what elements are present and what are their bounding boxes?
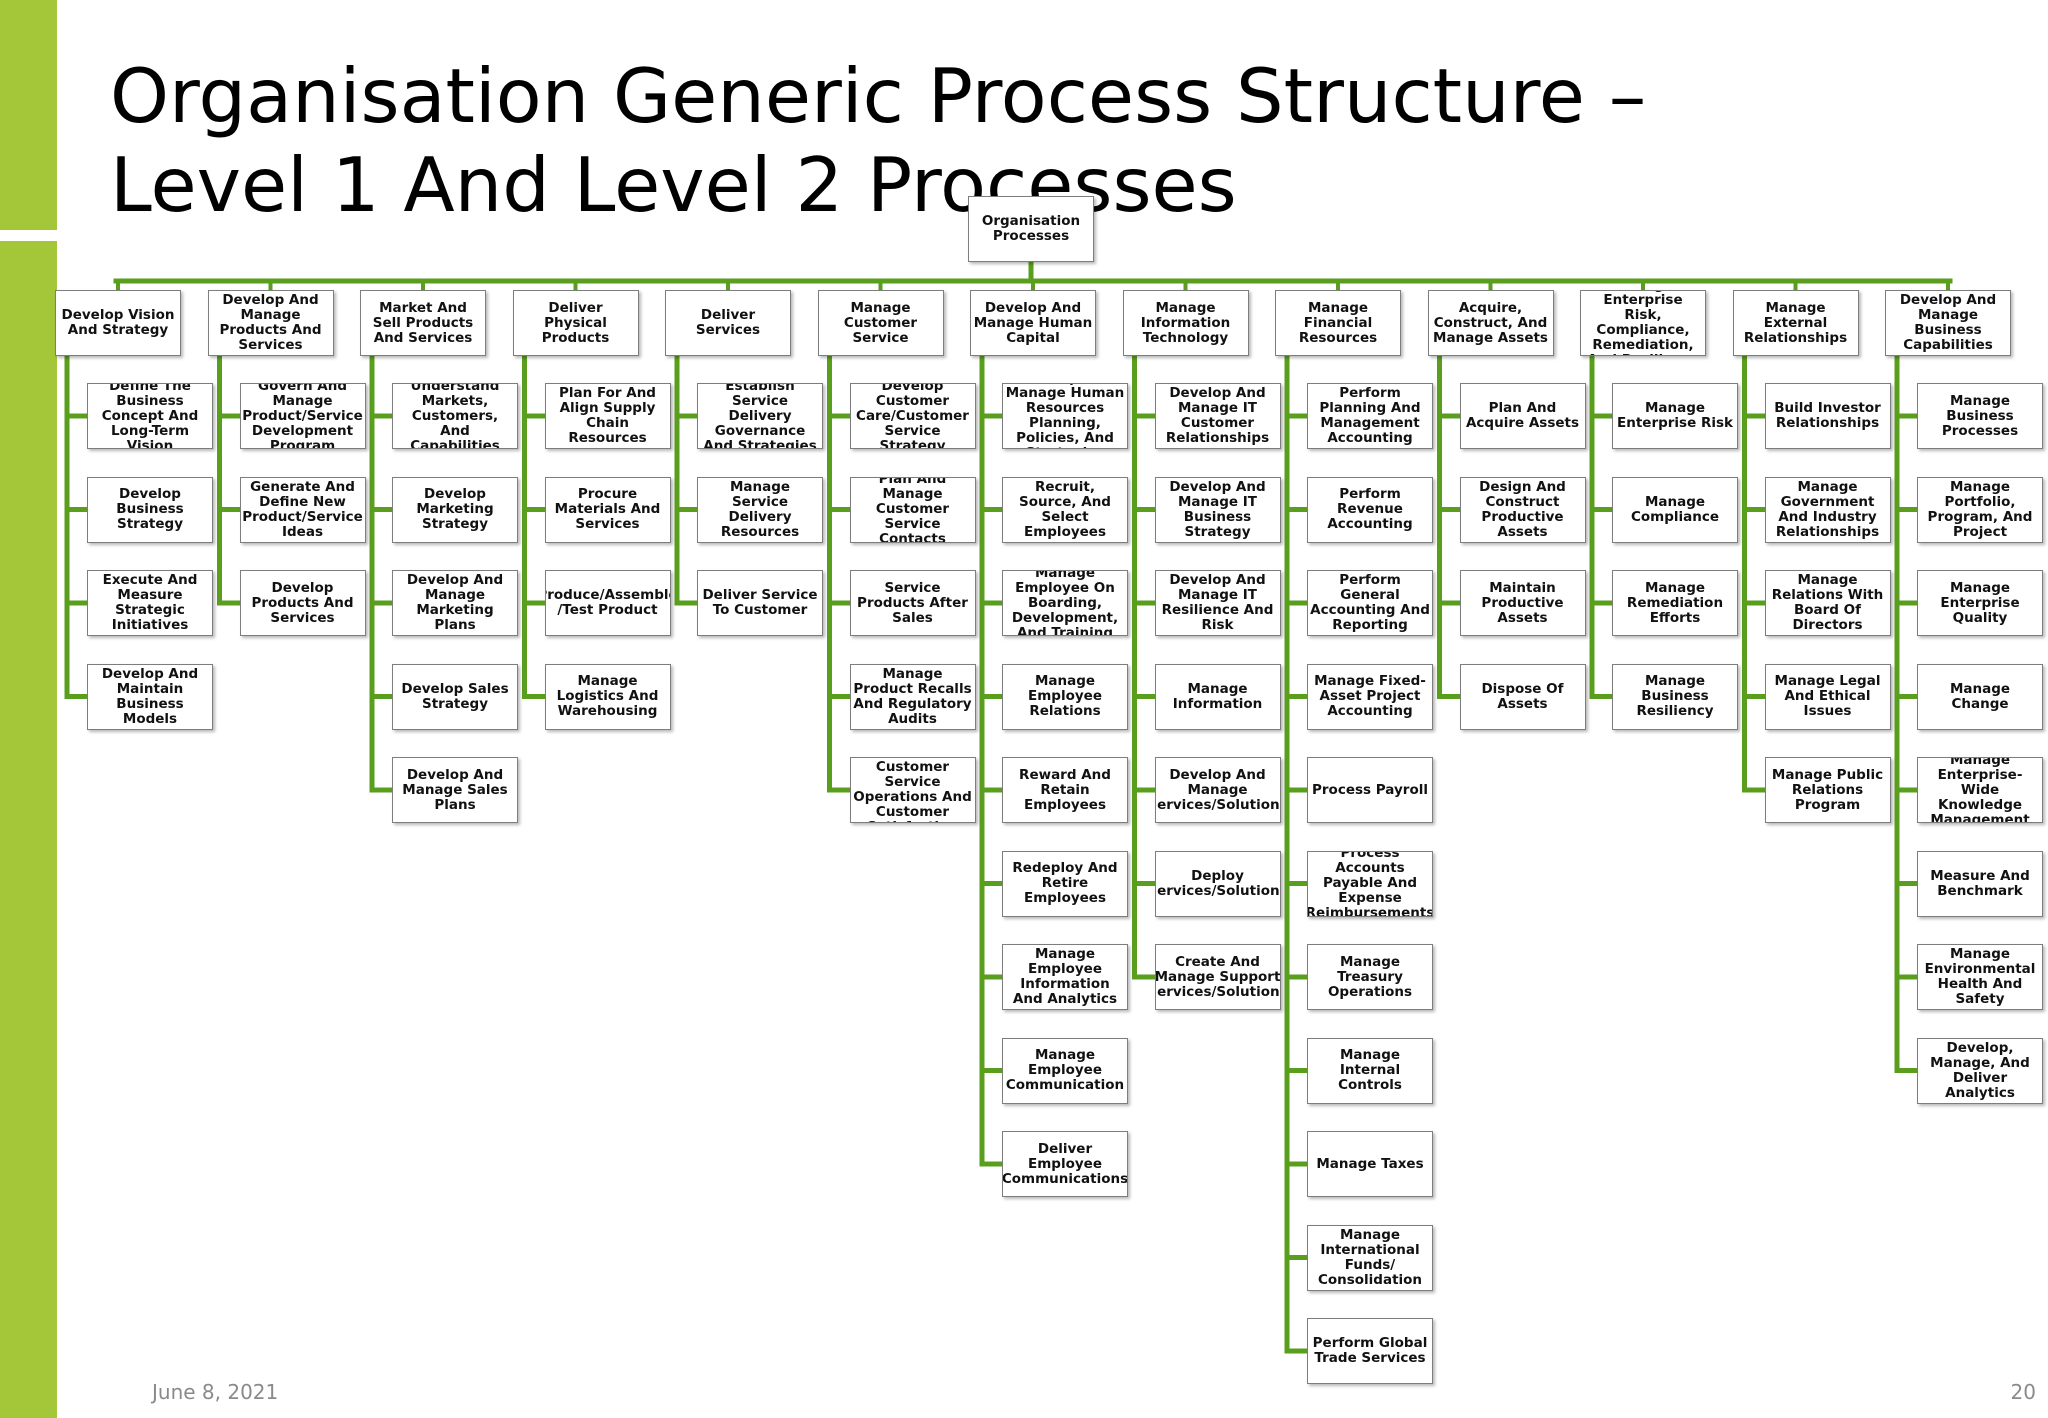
level2-process-box: Maintain Productive Assets — [1459, 570, 1586, 636]
level2-process-box: Build Investor Relationships — [1764, 383, 1891, 449]
level1-process-box: Manage External Relationships — [1732, 290, 1859, 356]
level2-process-box: Manage Logistics And Warehousing — [544, 663, 671, 730]
level2-process-box: Execute And Measure Strategic Initiative… — [87, 570, 213, 636]
level2-process-box: Manage Taxes — [1307, 1131, 1433, 1197]
level2-process-box: Manage Employee Relations — [1002, 663, 1128, 730]
level2-process-box: Manage Employee Communication — [1002, 1037, 1128, 1104]
level2-process-box: Develop Sales Strategy — [392, 663, 518, 730]
level2-process-box: Manage Remediation Efforts — [1612, 570, 1738, 636]
level2-process-box: Perform Revenue Accounting — [1307, 476, 1433, 543]
level2-process-box: Manage Portfolio, Program, And Project — [1917, 476, 2043, 543]
level1-process-box: Acquire, Construct, And Manage Assets — [1427, 290, 1554, 356]
level2-process-box: Establish Service Delivery Governance An… — [697, 383, 823, 449]
level1-process-box: Manage Information Technology — [1122, 290, 1249, 356]
level1-process-box: Manage Enterprise Risk, Compliance, Reme… — [1580, 290, 1706, 356]
level2-process-box: Manage International Funds/ Consolidatio… — [1307, 1224, 1433, 1291]
level2-process-box: Develop And Manage Enterprise-Wide Knowl… — [1917, 757, 2043, 823]
level2-process-box: Develop, Manage, And Deliver Analytics — [1917, 1037, 2043, 1104]
level2-process-box: Manage Public Relations Program — [1764, 757, 1891, 823]
level2-process-box: Develop And Manage Services/Solutions — [1154, 757, 1281, 823]
level2-process-box: Understand Markets, Customers, And Capab… — [392, 383, 518, 449]
level1-process-box: Develop And Manage Business Capabilities — [1885, 290, 2011, 356]
level2-process-box: Produce/Assemble /Test Product — [544, 570, 671, 636]
level2-process-box: Perform Planning And Management Accounti… — [1307, 383, 1433, 449]
level2-process-box: Plan And Manage Customer Service Contact… — [849, 476, 976, 543]
level1-process-box: Deliver Services — [665, 290, 791, 356]
level2-process-box: Deploy Services/Solutions — [1154, 850, 1281, 917]
level2-process-box: Develop And Manage Marketing Plans — [392, 570, 518, 636]
level2-process-box: Evaluate Customer Service Operations And… — [849, 757, 976, 823]
level2-process-box: Process Accounts Payable And Expense Rei… — [1307, 850, 1433, 917]
level2-process-box: Reward And Retain Employees — [1002, 757, 1128, 823]
level1-process-box: Manage Financial Resources — [1275, 290, 1401, 356]
level2-process-box: Develop And Manage IT Customer Relations… — [1154, 383, 1281, 449]
level1-process-box: Market And Sell Products And Services — [360, 290, 486, 356]
accent-bar-top — [0, 0, 57, 230]
level2-process-box: Plan And Acquire Assets — [1459, 383, 1586, 449]
level2-process-box: Manage Business Resiliency — [1612, 663, 1738, 730]
level2-process-box: Measure And Benchmark — [1917, 850, 2043, 917]
level2-process-box: Perform General Accounting And Reporting — [1307, 570, 1433, 636]
level2-process-box: Manage Compliance — [1612, 476, 1738, 543]
root-process-box: Organisation Processes — [968, 196, 1094, 262]
level1-process-box: Develop Vision And Strategy — [55, 290, 181, 356]
level2-process-box: Design And Construct Productive Assets — [1459, 476, 1586, 543]
level2-process-box: Manage Environmental Health And Safety — [1917, 944, 2043, 1010]
level2-process-box: Manage Government And Industry Relations… — [1764, 476, 1891, 543]
level2-process-box: Manage Internal Controls — [1307, 1037, 1433, 1104]
level2-process-box: Manage Treasury Operations — [1307, 944, 1433, 1010]
level2-process-box: Develop And Manage Human Resources Plann… — [1002, 383, 1128, 449]
level1-process-box: Develop And Manage Products And Services — [207, 290, 334, 356]
level2-process-box: Manage Information — [1154, 663, 1281, 730]
level1-process-box: Develop And Manage Human Capital — [970, 290, 1096, 356]
level1-process-box: Deliver Physical Products — [512, 290, 639, 356]
level1-process-box: Manage Customer Service — [817, 290, 944, 356]
level2-process-box: Service Products After Sales — [849, 570, 976, 636]
level2-process-box: Manage Relations With Board Of Directors — [1764, 570, 1891, 636]
slide-page-number: 20 — [2010, 1380, 2036, 1404]
slide-date: June 8, 2021 — [152, 1380, 279, 1404]
level2-process-box: Deliver Employee Communications — [1002, 1131, 1128, 1197]
level2-process-box: Develop Products And Services — [239, 570, 366, 636]
level2-process-box: Create And Manage Support Services/Solut… — [1154, 944, 1281, 1010]
level2-process-box: Develop Marketing Strategy — [392, 476, 518, 543]
level2-process-box: Process Payroll — [1307, 757, 1433, 823]
level2-process-box: Manage Product Recalls And Regulatory Au… — [849, 663, 976, 730]
level2-process-box: Manage Enterprise Quality — [1917, 570, 2043, 636]
level2-process-box: Manage Enterprise Risk — [1612, 383, 1738, 449]
level2-process-box: Manage Service Delivery Resources — [697, 476, 823, 543]
level2-process-box: Redeploy And Retire Employees — [1002, 850, 1128, 917]
level2-process-box: Develop Customer Care/Customer Service S… — [849, 383, 976, 449]
level2-process-box: Manage Employee On Boarding, Development… — [1002, 570, 1128, 636]
level2-process-box: Procure Materials And Services — [544, 476, 671, 543]
level2-process-box: Dispose Of Assets — [1459, 663, 1586, 730]
level2-process-box: Develop And Manage Sales Plans — [392, 757, 518, 823]
level2-process-box: Define The Business Concept And Long-Ter… — [87, 383, 213, 449]
level2-process-box: Plan For And Align Supply Chain Resource… — [544, 383, 671, 449]
level2-process-box: Manage Business Processes — [1917, 383, 2043, 449]
level2-process-box: Manage Change — [1917, 663, 2043, 730]
level2-process-box: Deliver Service To Customer — [697, 570, 823, 636]
level2-process-box: Manage Fixed-Asset Project Accounting — [1307, 663, 1433, 730]
level2-process-box: Develop And Manage IT Business Strategy — [1154, 476, 1281, 543]
level2-process-box: Recruit, Source, And Select Employees — [1002, 476, 1128, 543]
level2-process-box: Manage Employee Information And Analytic… — [1002, 944, 1128, 1010]
level2-process-box: Develop And Manage IT Resilience And Ris… — [1154, 570, 1281, 636]
level2-process-box: Perform Global Trade Services — [1307, 1318, 1433, 1384]
level2-process-box: Generate And Define New Product/Service … — [239, 476, 366, 543]
accent-bar-bottom — [0, 241, 57, 1418]
level2-process-box: Develop Business Strategy — [87, 476, 213, 543]
level2-process-box: Manage Legal And Ethical Issues — [1764, 663, 1891, 730]
level2-process-box: Govern And Manage Product/Service Develo… — [239, 383, 366, 449]
level2-process-box: Develop And Maintain Business Models — [87, 663, 213, 730]
